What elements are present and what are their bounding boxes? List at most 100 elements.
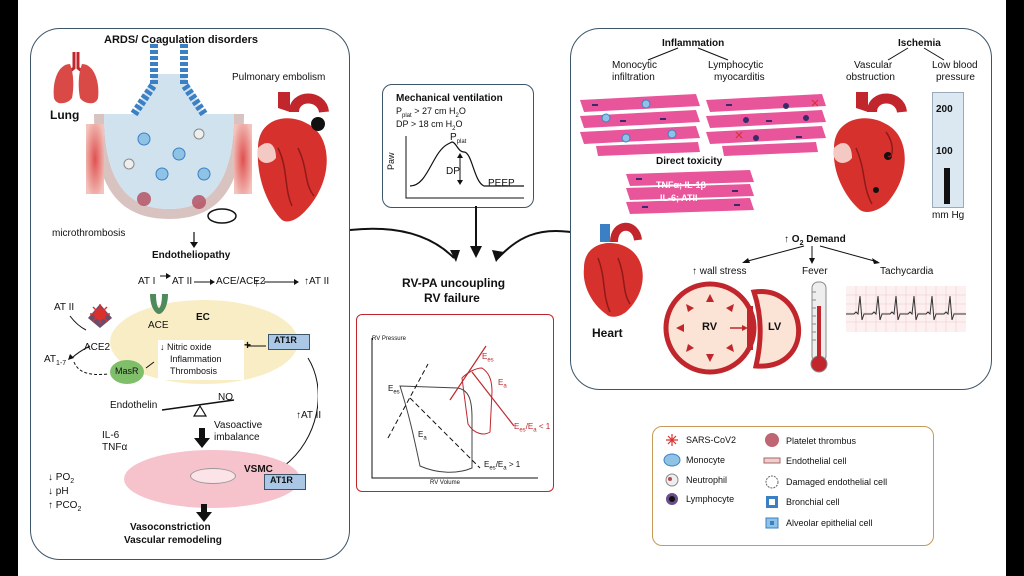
ischemia-branches xyxy=(887,47,945,61)
at1r-bottom-box xyxy=(264,474,306,490)
ratio-gt-label: Ees/Ea > 1 xyxy=(484,460,521,472)
ace2-virus-icon xyxy=(88,304,112,328)
outcome-line-2: Vascular remodeling xyxy=(124,535,222,546)
monocytic-line-2: infiltration xyxy=(612,72,655,83)
at2-left-label: AT II xyxy=(54,302,75,313)
rvpa-line-2: RV failure xyxy=(424,291,480,305)
ischemia-title: Ischemia xyxy=(898,38,941,49)
vsmc-label: VSMC xyxy=(244,464,273,475)
legend-damaged-endothelial: Damaged endothelial cell xyxy=(786,477,888,487)
legend-bronchial-cell: Bronchial cell xyxy=(786,497,840,507)
o2-demand-label: ↑ O2 Demand xyxy=(784,234,846,247)
at17-label: AT1-7 xyxy=(44,354,67,367)
no-label: NO xyxy=(218,392,233,403)
ace-label: ACE xyxy=(148,320,169,331)
rv-lv-cross-section xyxy=(663,281,802,375)
cytokines-line-1: TNFα; IL-1β xyxy=(656,180,707,190)
legend-endothelial-cell: Endothelial cell xyxy=(786,456,847,466)
at2-result-label: ↑AT II xyxy=(304,276,330,287)
inflammation-title: Inflammation xyxy=(662,38,725,49)
legend-alveolar-cell: Alveolar epithelial cell xyxy=(786,518,873,528)
ea-red-label: Ea xyxy=(498,378,507,390)
endotheliopathy-label: Endotheliopathy xyxy=(152,250,231,261)
lymphocytic-line-2: myocarditis xyxy=(714,72,765,83)
il6-label: IL-6 xyxy=(102,430,120,441)
figure-page: ARDS/ Coagulation disorders Lung Pulmona… xyxy=(18,0,1006,576)
at1-label: AT I xyxy=(138,276,156,287)
peep-label: PEEP xyxy=(488,178,515,189)
lung-label: Lung xyxy=(50,108,80,122)
svg-text:↑: ↑ xyxy=(254,277,260,289)
mv-title: Mechanical ventilation xyxy=(396,93,503,104)
heart-illustration xyxy=(583,222,643,317)
microthrombosis-label: microthrombosis xyxy=(52,228,126,239)
convergence-arrows xyxy=(349,206,583,262)
lung-icon xyxy=(53,52,99,104)
ace2-label: ACE2 xyxy=(84,342,111,353)
lymphocytic-line-1: Lymphocytic xyxy=(708,60,764,71)
vascular-obstruction-2: obstruction xyxy=(846,72,895,83)
down-arrow-vasoactive xyxy=(194,428,210,448)
at2-right-label: ↑AT II xyxy=(296,410,322,421)
inflammation-branches xyxy=(647,47,729,61)
legend-icons-col2 xyxy=(763,433,781,529)
vsmc-nucleus xyxy=(190,468,236,484)
outcome-line-1: Vasoconstriction xyxy=(130,522,211,533)
heart-label: Heart xyxy=(592,326,623,340)
at1r-top-box xyxy=(268,334,310,350)
myocardial-tissue-toxicity xyxy=(626,170,754,214)
o2-demand-branches xyxy=(742,245,880,264)
tachycardia-label: Tachycardia xyxy=(880,266,934,277)
legend-neutrophil: Neutrophil xyxy=(686,475,728,485)
dp-threshold: DP > 18 cm H2O xyxy=(396,119,463,132)
no-effect-3: Thrombosis xyxy=(170,366,218,376)
pressure-gauge-fill xyxy=(944,168,950,204)
endotheliopathy-arrow xyxy=(190,232,198,248)
pressure-waveform xyxy=(405,136,524,199)
ees-red-label: Ees xyxy=(482,352,494,364)
tnfa-label: TNFα xyxy=(102,442,128,453)
alveolus-illustration xyxy=(86,44,252,224)
vasoactive-label-1: Vasoactive xyxy=(214,420,263,431)
down-arrow-outcome xyxy=(196,504,212,522)
ph-label: ↓ pH xyxy=(48,486,69,497)
no-effect-1: ↓ Nitric oxide xyxy=(160,342,212,352)
myocardial-tissue-inflammation xyxy=(580,94,826,156)
ras-arrows: ↑ xyxy=(160,273,299,289)
legend-lymphocyte: Lymphocyte xyxy=(686,494,735,504)
legend-monocyte: Monocyte xyxy=(686,455,726,465)
rv-label: RV xyxy=(702,321,718,333)
at1r-bottom-label: AT1R xyxy=(270,475,293,485)
ratio-lt-label: Ees/Ea < 1 xyxy=(514,422,551,434)
legend-platelet-thrombus: Platelet thrombus xyxy=(786,436,857,446)
rvpa-line-1: RV-PA uncoupling xyxy=(402,276,506,290)
no-effect-2: Inflammation xyxy=(170,354,222,364)
seesaw-icon xyxy=(161,399,235,417)
dp-curve-label: DP xyxy=(446,166,460,177)
legend-sars-cov2: SARS-CoV2 xyxy=(686,435,737,445)
at2-top-label: AT II xyxy=(172,276,193,287)
pv-loop-chart xyxy=(371,338,538,479)
ischemic-heart-illustration xyxy=(833,92,907,212)
mmhg-label: mm Hg xyxy=(932,210,965,221)
wall-stress-label: ↑ wall stress xyxy=(692,266,747,277)
masr-label: MasR xyxy=(115,366,139,376)
lv-label: LV xyxy=(768,321,782,333)
legend-box xyxy=(652,426,934,546)
vasoactive-label-2: imbalance xyxy=(214,432,260,443)
monocytic-line-1: Monocytic xyxy=(612,60,658,71)
gauge-100: 100 xyxy=(936,146,953,157)
ace-chain-label: ACE/ACE2 xyxy=(216,276,266,287)
ecg-tachycardia-trace xyxy=(846,286,966,332)
pv-loop-box xyxy=(356,314,554,492)
at1r-top-label: AT1R xyxy=(274,335,297,345)
thermometer-icon xyxy=(810,281,828,373)
legend-icons-col1 xyxy=(663,434,681,505)
low-bp-1: Low blood xyxy=(932,60,978,71)
pco2-label: ↑ PCO2 xyxy=(48,500,82,513)
endothelin-label: Endothelin xyxy=(110,400,158,411)
fever-label: Fever xyxy=(802,266,828,277)
cytokines-line-2: IL-6; ATII xyxy=(660,193,698,203)
mechanical-ventilation-box xyxy=(382,84,534,208)
